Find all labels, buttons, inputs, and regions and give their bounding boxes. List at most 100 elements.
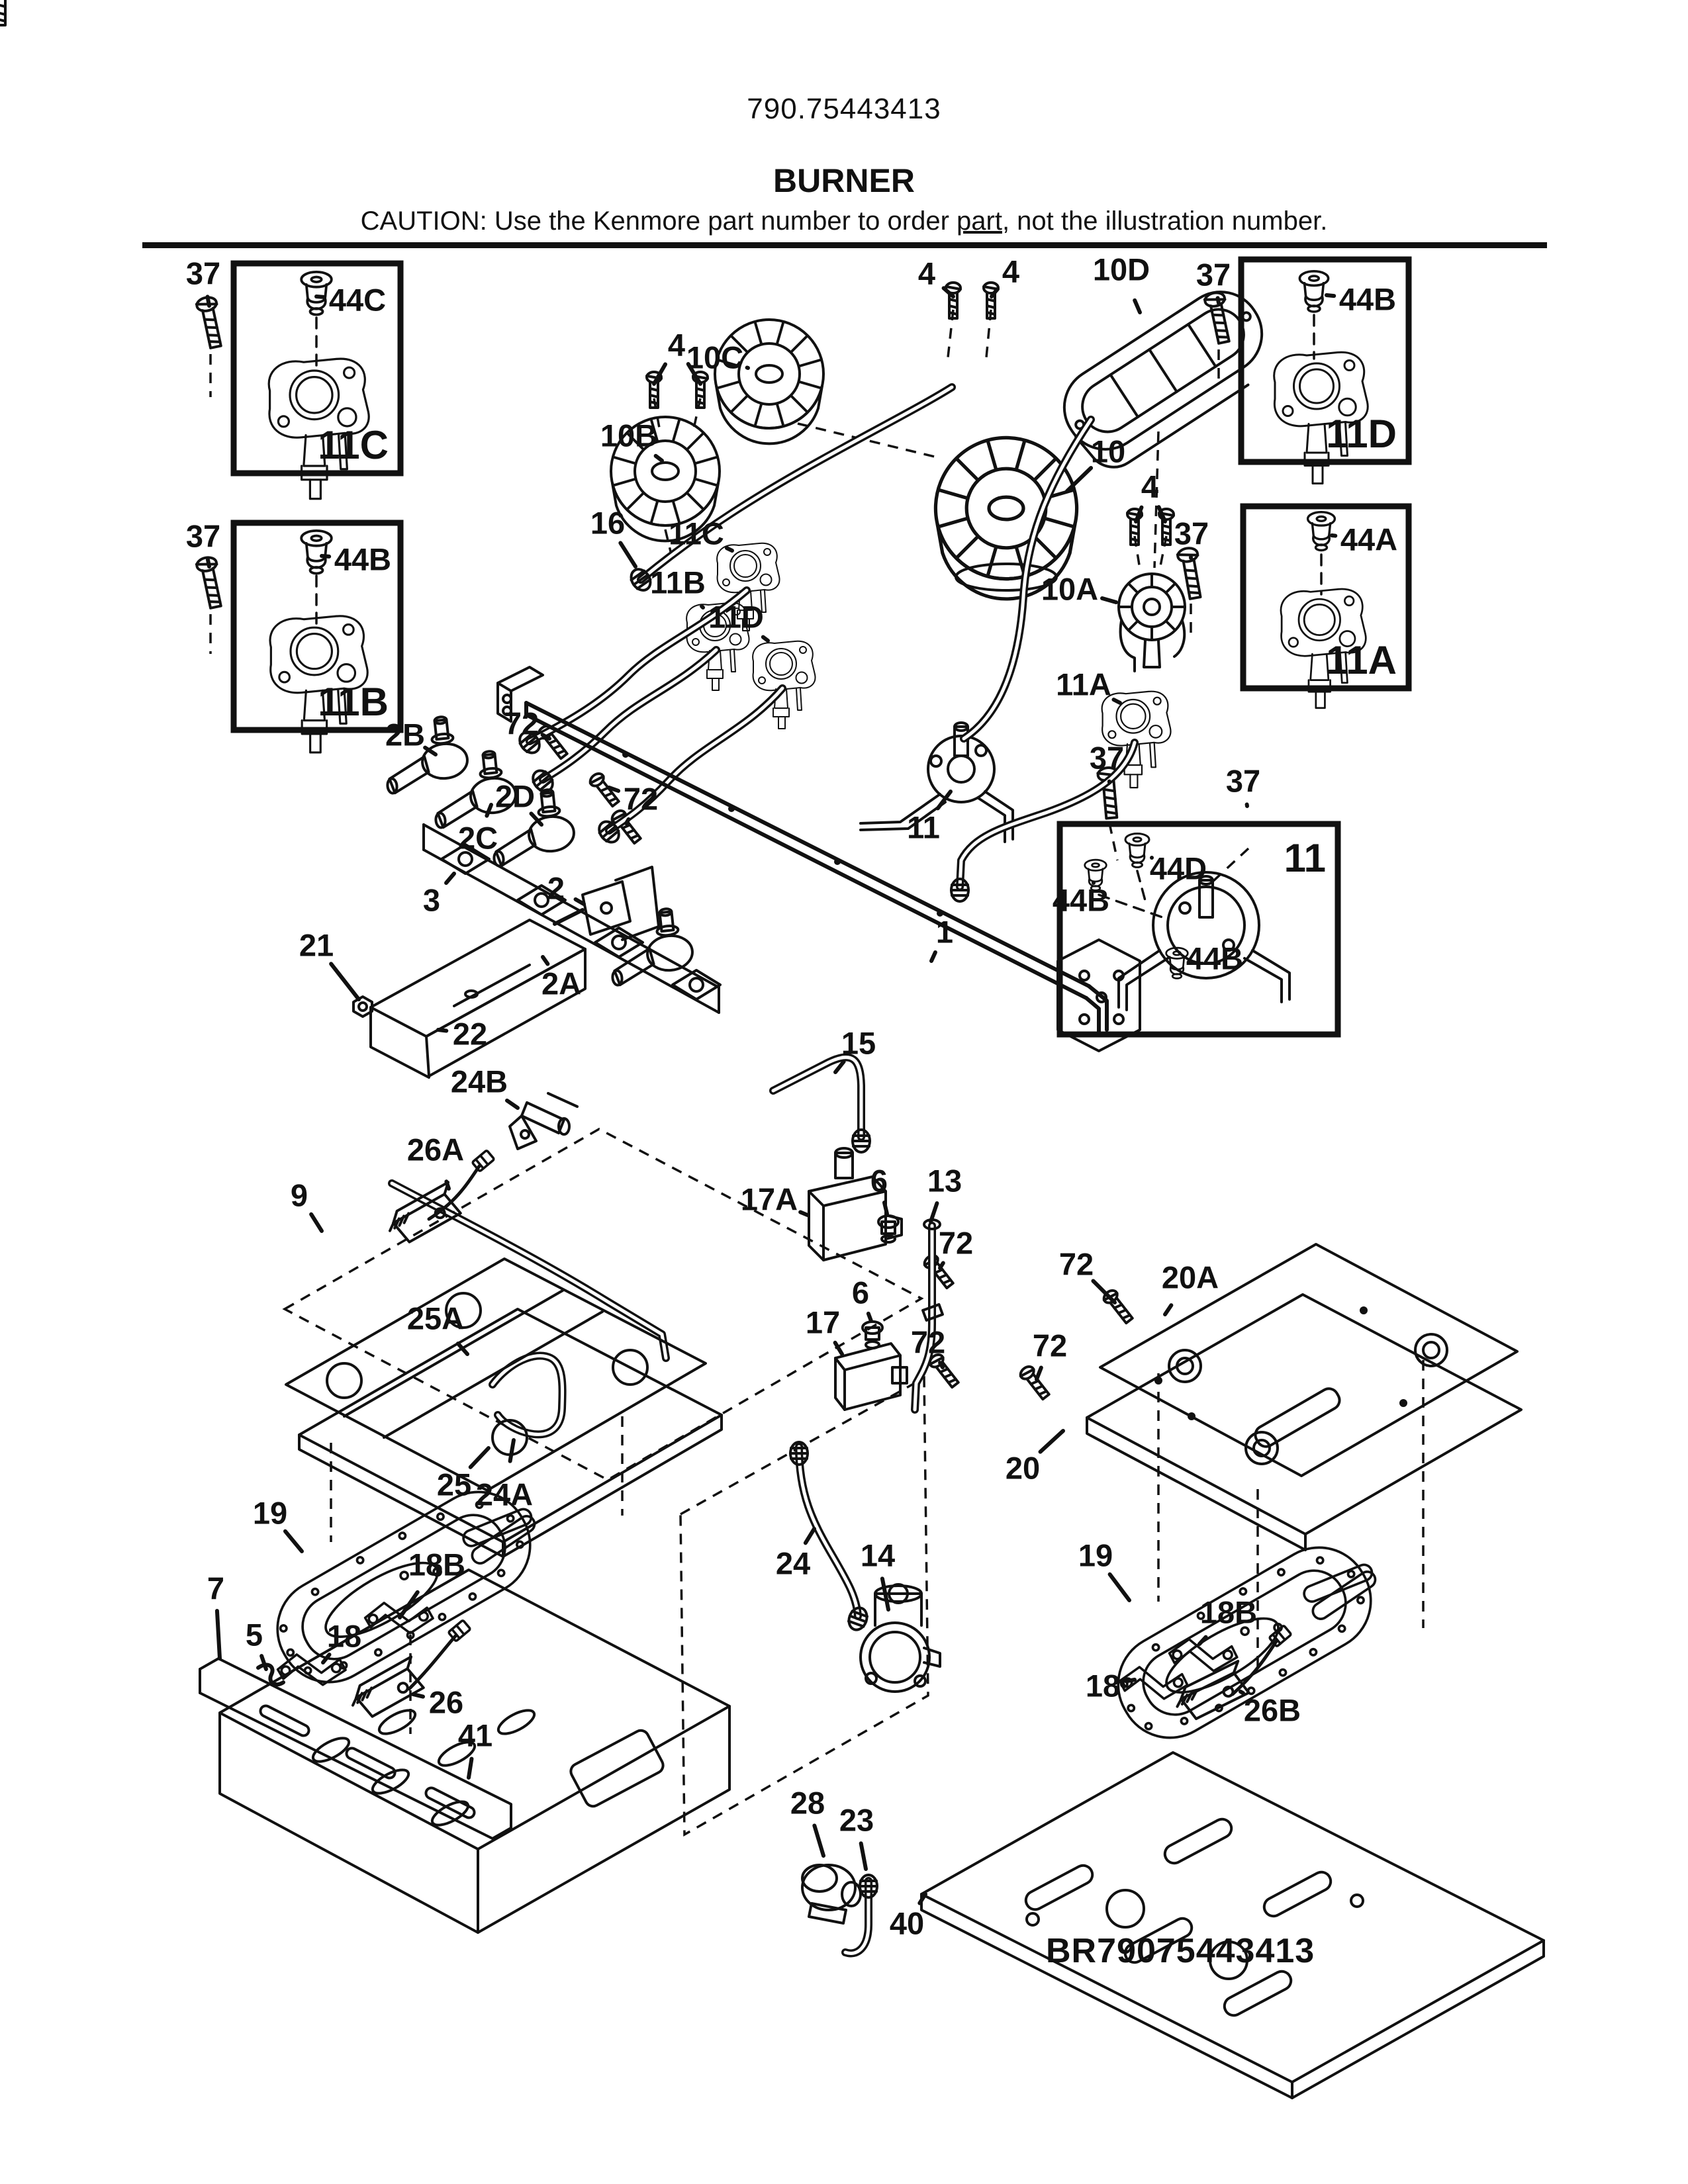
leader-line-72 (938, 1361, 945, 1369)
leader-line-18B (1197, 1635, 1208, 1646)
leader-line-25A (455, 1342, 469, 1356)
leader-line-4 (652, 362, 668, 386)
part-label-7: 7 (207, 1571, 224, 1606)
part-label-44B: 44B (1053, 883, 1109, 918)
leader-line-44B (1325, 293, 1336, 298)
leader-line-10D (1133, 298, 1142, 314)
part-label-4: 4 (1141, 469, 1158, 504)
leader-line-44C (314, 295, 326, 299)
valve-17 (834, 1342, 908, 1411)
leader-line-24 (803, 1527, 816, 1545)
part-label-20: 20 (1006, 1451, 1040, 1486)
valve-2 (553, 866, 660, 941)
part-label-18: 18 (327, 1619, 361, 1654)
part-label-72: 72 (1033, 1328, 1067, 1363)
box-11D (1238, 256, 1412, 465)
leader-line-4 (941, 286, 955, 298)
leader-line-10B (653, 453, 664, 463)
leader-line-4 (686, 362, 702, 386)
leader-line-20A (1163, 1303, 1174, 1316)
leader-line-10 (1065, 466, 1094, 493)
part-label-37: 37 (186, 256, 220, 291)
part-label-72: 72 (624, 782, 658, 817)
leader-line-28 (812, 1823, 825, 1858)
part-label-26A: 26A (407, 1132, 464, 1167)
leader-line-19 (1107, 1572, 1131, 1602)
part-label-23: 23 (839, 1803, 874, 1838)
leader-line-72 (624, 817, 631, 825)
leader-line-24B (504, 1098, 520, 1110)
part-label-5: 5 (246, 1617, 263, 1653)
leader-line-13 (929, 1201, 939, 1224)
part-label-13: 13 (927, 1163, 962, 1199)
griddle-plate-20a (1099, 1243, 1519, 1477)
leader-line-14 (880, 1576, 890, 1612)
part-label-10B: 10B (600, 418, 657, 453)
screws-37 (0, 0, 1235, 821)
part-label-11B: 11B (650, 565, 706, 600)
pressure-regulator-17a (808, 1147, 903, 1261)
part-label-72: 72 (504, 706, 539, 741)
model-number: 790.75443413 (747, 93, 941, 125)
leader-line-41 (467, 1756, 474, 1780)
part-label-2B: 2B (385, 717, 425, 752)
part-label-4: 4 (918, 256, 935, 291)
leader-line-26 (411, 1692, 425, 1699)
leader-line-37 (205, 295, 211, 308)
part-label-10D: 10D (1093, 252, 1150, 287)
manifold-pipe-1 (496, 666, 1141, 1052)
nut-21 (352, 995, 373, 1018)
part-label-16: 16 (590, 506, 625, 541)
part-label-44D: 44D (1150, 851, 1207, 886)
deflector-22 (369, 919, 586, 1079)
leader-line-72 (1091, 1279, 1117, 1304)
inset-box-art (267, 269, 1369, 1011)
part-label-44A: 44A (1340, 522, 1397, 557)
leader-line-4 (1134, 505, 1144, 523)
part-label-44B: 44B (1339, 282, 1396, 317)
box-11A (1240, 503, 1412, 692)
part-label-15: 15 (841, 1026, 876, 1061)
part-label-37: 37 (1196, 257, 1231, 293)
fitting-6-upper (877, 1214, 900, 1244)
part-label-2D: 2D (495, 779, 535, 814)
leader-line-44B (320, 554, 332, 559)
part-label-11A: 11A (1056, 667, 1111, 702)
leader-line-11C (724, 546, 734, 553)
leader-line-23 (859, 1841, 868, 1871)
leader-line-15 (833, 1060, 846, 1074)
leader-line-19 (283, 1529, 304, 1553)
leader-line-21 (329, 962, 361, 1001)
burner-base-10a (1117, 572, 1186, 672)
leader-line-10A (1100, 596, 1118, 604)
leader-line-37 (205, 557, 211, 569)
caution-prefix: CAUTION: Use the Kenmore part number to … (360, 206, 957, 236)
part-label-10: 10 (1091, 434, 1125, 469)
leader-line-18 (1124, 1678, 1137, 1684)
leader-line-11B (700, 604, 705, 610)
griddle-plate-20 (1086, 1293, 1523, 1551)
part-label-14: 14 (861, 1538, 895, 1573)
part-label-6: 6 (870, 1163, 888, 1199)
leader-line-4 (990, 287, 1000, 298)
part-label-21: 21 (299, 928, 334, 963)
bottom-pan-40 (920, 1751, 1545, 2099)
part-label-18B: 18B (1200, 1595, 1257, 1630)
part-label-26: 26 (429, 1685, 463, 1720)
box-11C (230, 260, 404, 477)
part-label-2C: 2C (458, 821, 498, 856)
leader-line-18 (321, 1653, 332, 1664)
part-label-19: 19 (1078, 1538, 1113, 1573)
burner-cap-10d (1062, 291, 1264, 469)
part-label-44B: 44B (334, 542, 391, 577)
part-label-25A: 25A (407, 1301, 464, 1336)
part-label-18B: 18B (408, 1547, 465, 1582)
spark-module-26b (1169, 1624, 1293, 1724)
part-label-9: 9 (291, 1178, 308, 1213)
leader-line-11D (761, 635, 770, 643)
part-label-20A: 20A (1162, 1260, 1219, 1295)
leader-line-4 (1156, 505, 1167, 523)
leader-line-3 (444, 872, 456, 886)
leader-line-26A (444, 1179, 451, 1191)
